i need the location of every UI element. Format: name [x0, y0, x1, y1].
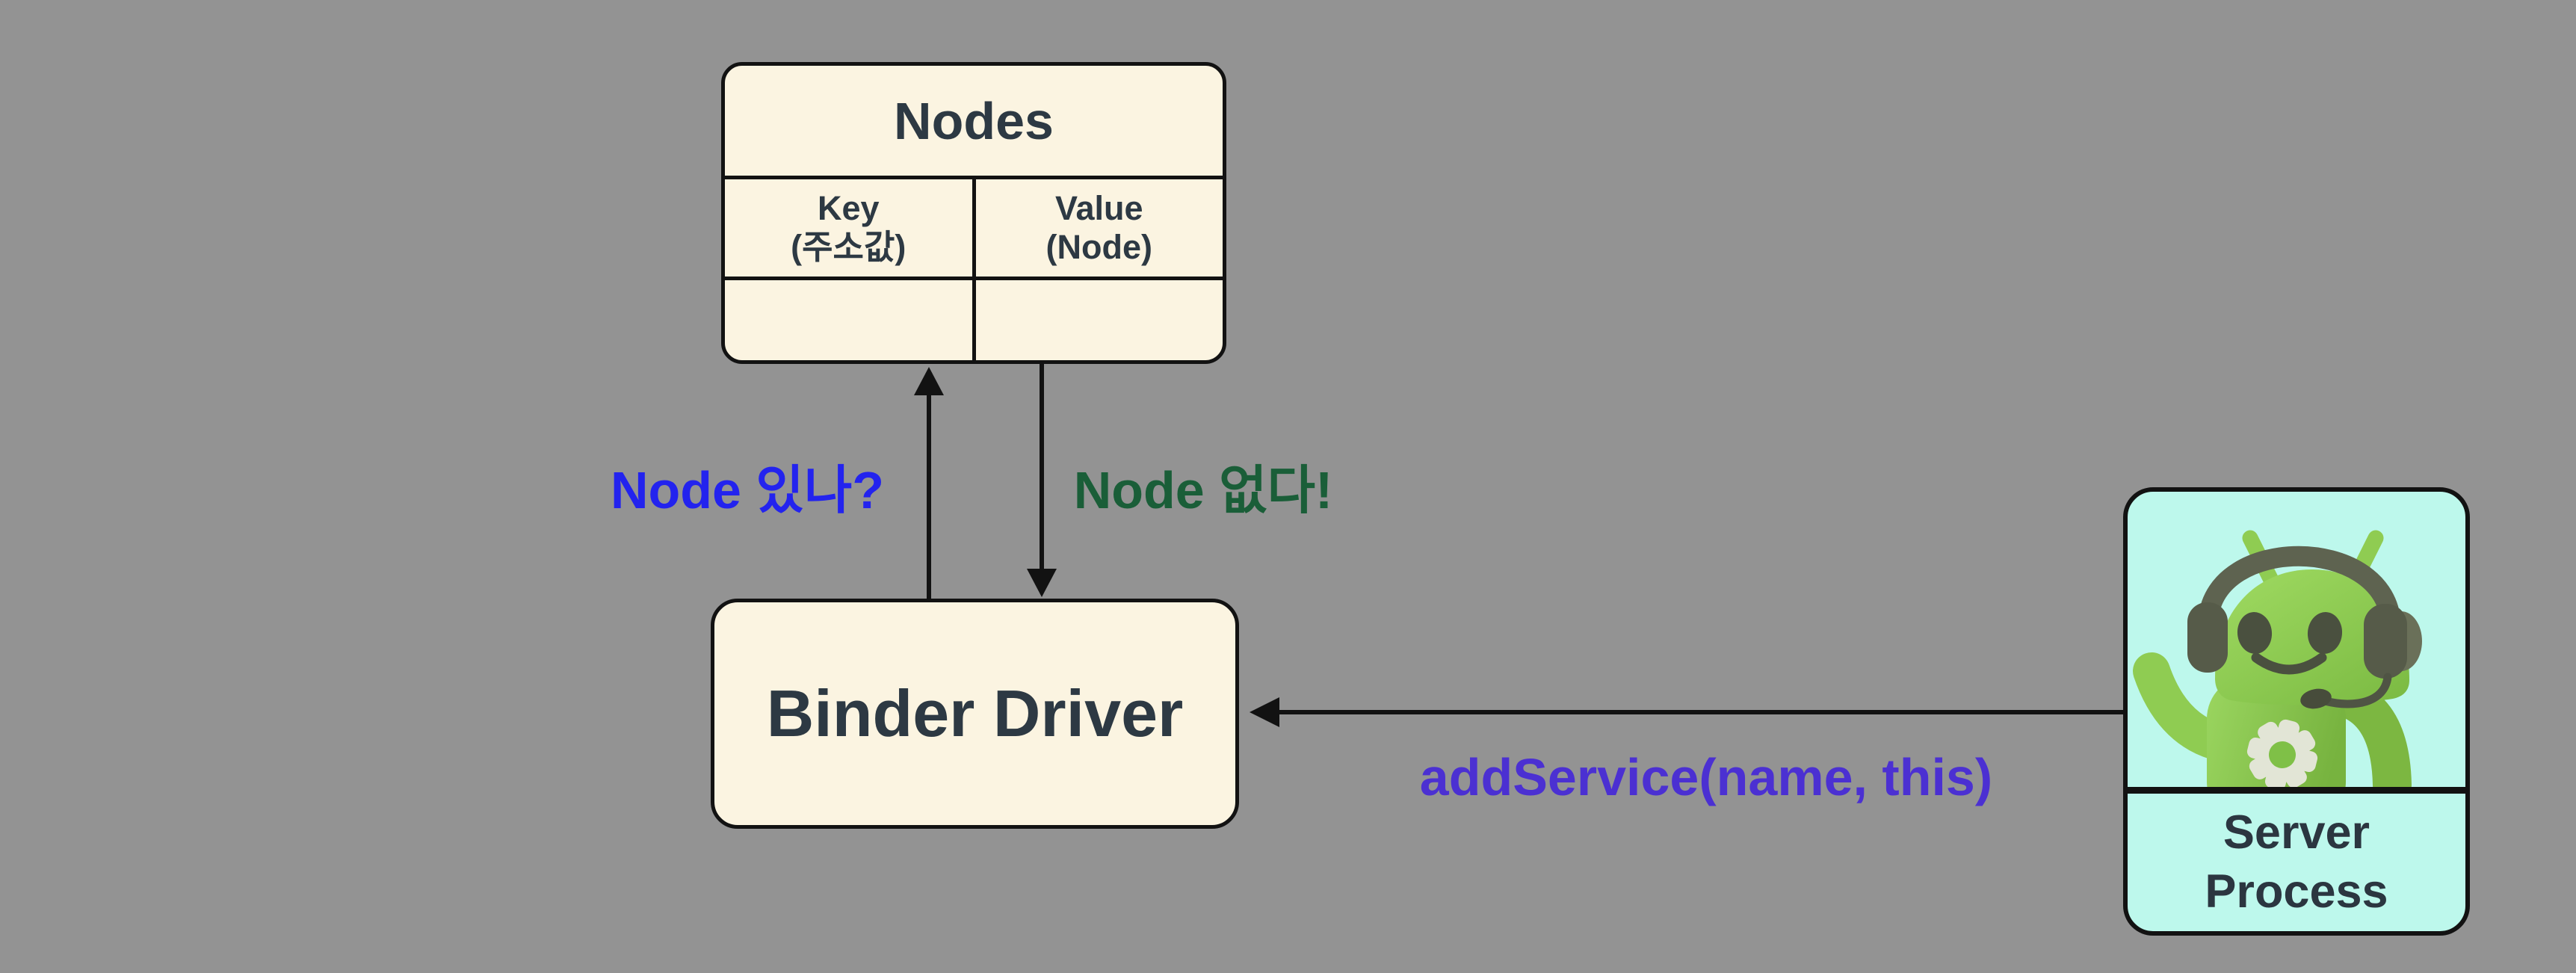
server-process-label-line1: Server	[2223, 806, 2370, 859]
column-header-key: Key (주소값)	[725, 179, 976, 277]
nodes-table-empty-row	[725, 280, 1223, 360]
nodes-table-header-row: Key (주소값) Value (Node)	[725, 179, 1223, 280]
binder-driver-box: Binder Driver	[711, 599, 1239, 829]
mascot-eyes	[2237, 612, 2343, 654]
empty-cell-key	[725, 280, 976, 360]
mascot-smile	[2251, 652, 2327, 675]
server-divider	[2128, 787, 2465, 794]
column-header-value-line2: (Node)	[1045, 228, 1152, 266]
column-header-value: Value (Node)	[976, 179, 1223, 277]
query-label: Node 있나?	[610, 461, 884, 519]
query-arrow	[914, 367, 944, 599]
nodes-table: Nodes Key (주소값) Value (Node)	[721, 62, 1226, 364]
add-service-arrow	[1250, 697, 2123, 727]
column-header-value-line1: Value	[1054, 188, 1143, 227]
column-header-key-line2: (주소값)	[791, 228, 906, 266]
server-process-label: Server Process	[2128, 794, 2465, 931]
server-process-box: Server Process	[2123, 487, 2470, 936]
gear-icon	[2246, 719, 2318, 787]
add-service-label: addService(name, this)	[1419, 748, 1993, 806]
response-arrow	[1027, 364, 1057, 597]
mascot-waving-arm	[2133, 652, 2234, 760]
headset-icon	[2187, 546, 2422, 709]
nodes-table-title: Nodes	[725, 66, 1223, 179]
binder-driver-label: Binder Driver	[766, 676, 1184, 750]
response-label: Node 없다!	[1073, 461, 1333, 519]
android-mascot-svg	[2133, 530, 2422, 787]
empty-cell-value	[976, 280, 1223, 360]
mascot-right-arm	[2331, 680, 2412, 787]
column-header-key-line1: Key	[817, 188, 880, 227]
server-process-label-line2: Process	[2205, 865, 2388, 918]
android-mascot-image	[2128, 492, 2465, 787]
